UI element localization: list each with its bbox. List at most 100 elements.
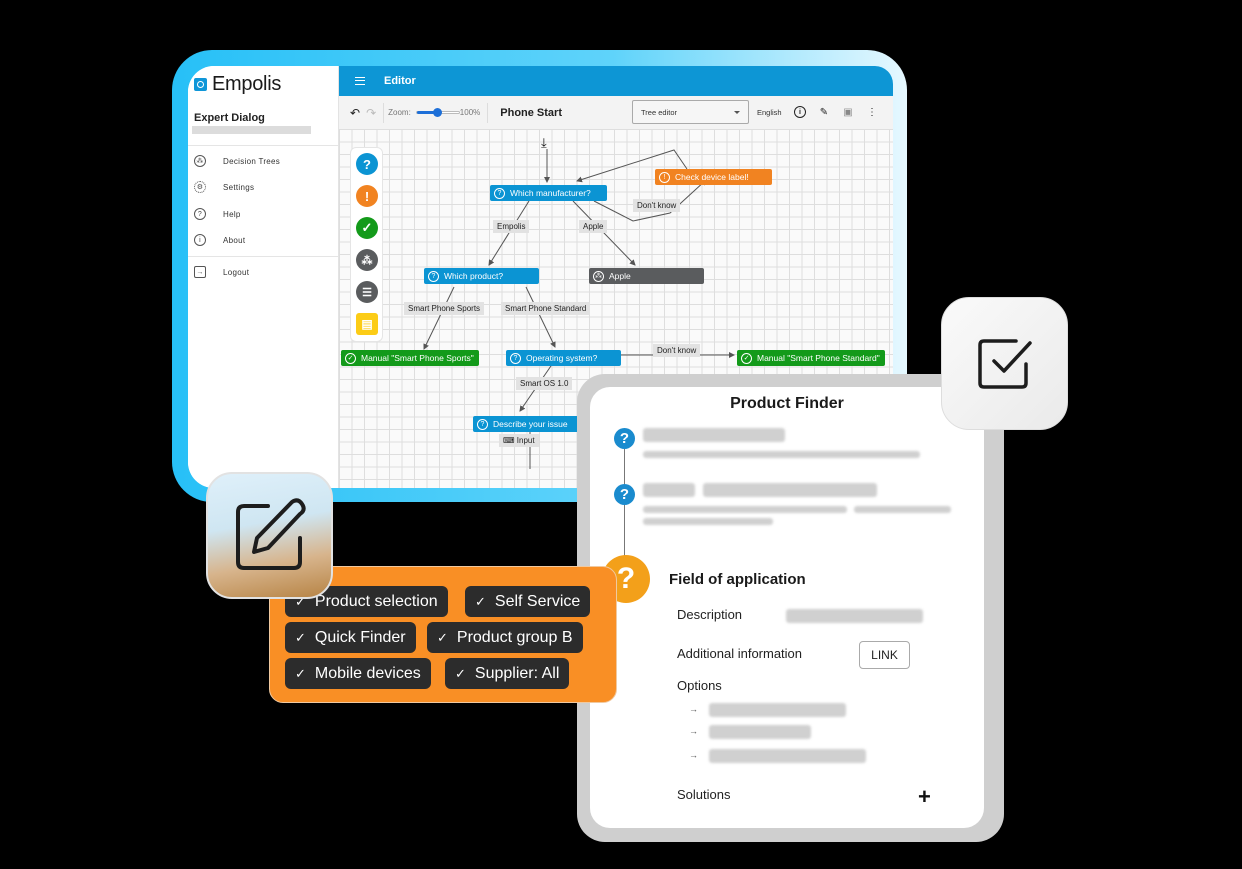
info-icon[interactable]: i [794, 106, 806, 118]
sidebar-item-label: Settings [223, 182, 255, 192]
sidebar-item-label: About [223, 235, 246, 245]
edge-label[interactable]: Smart OS 1.0 [516, 377, 573, 390]
edge-label-text: Input [516, 436, 535, 445]
options-label: Options [677, 678, 722, 693]
gear-icon: ⚙ [194, 181, 206, 193]
redo-icon[interactable]: ↷ [366, 105, 377, 120]
sidebar-item-decision-trees[interactable]: ⁂ Decision Trees [194, 155, 280, 167]
sidebar-item-settings[interactable]: ⚙ Settings [194, 181, 254, 193]
menu-icon[interactable] [355, 77, 365, 85]
editor-toolbar: ↶ ↷ Zoom: 100% Phone Start Tree editor E… [339, 96, 893, 129]
edge-label-input[interactable]: ⌨ Input [499, 434, 539, 447]
option-item-blurred[interactable] [709, 703, 846, 717]
input-icon: ⌨ [503, 436, 515, 445]
edge-label[interactable]: Apple [579, 220, 608, 233]
divider [188, 256, 338, 257]
node-manual-standard[interactable]: ✓ Manual "Smart Phone Standard" [737, 350, 885, 366]
chevron-down-icon [734, 111, 740, 114]
add-solution-icon[interactable]: + [918, 784, 931, 809]
edit-icon[interactable]: ✎ [819, 106, 829, 118]
additional-info-label: Additional information [677, 646, 803, 661]
tag-label: Quick Finder [314, 628, 406, 646]
sidebar-item-help[interactable]: ? Help [194, 208, 241, 220]
node-which-manufacturer[interactable]: ? Which manufacturer? [490, 185, 607, 201]
zoom-slider-thumb[interactable] [432, 108, 442, 117]
tag-chip[interactable]: ✓ Quick Finder [285, 622, 416, 653]
tag-label: Mobile devices [314, 664, 421, 682]
brand-name: Empolis [212, 73, 282, 95]
edge-label[interactable]: Smart Phone Sports [404, 302, 485, 315]
empolis-logo-icon [194, 78, 207, 91]
description-value-blurred [786, 609, 923, 623]
help-icon: ? [194, 208, 206, 220]
add-solution-icon[interactable]: ✓ [356, 217, 378, 239]
sidebar: Empolis Expert Dialog ⁂ Decision Trees ⚙… [188, 66, 339, 488]
editor-mode-value: Tree editor [641, 107, 677, 117]
zoom-label: Zoom: [388, 108, 411, 117]
divider [188, 145, 338, 146]
tag-chip[interactable]: ✓ Mobile devices [285, 658, 431, 689]
question-icon: ? [477, 418, 488, 430]
node-label: Which manufacturer? [510, 188, 591, 198]
tag-chip[interactable]: ✓ Supplier: All [445, 658, 570, 689]
option-item-blurred[interactable] [709, 725, 811, 739]
solutions-label: Solutions [677, 787, 731, 802]
add-warning-icon[interactable]: ! [356, 185, 378, 207]
node-manual-sports[interactable]: ✓ Manual "Smart Phone Sports" [341, 350, 479, 366]
node-palette: ? ! ✓ ⁂ ☰ ▤ [350, 147, 383, 342]
sidebar-item-logout[interactable]: → Logout [194, 266, 249, 278]
edge-label[interactable]: Smart Phone Standard [501, 302, 591, 315]
question-icon: ? [510, 352, 521, 364]
section-title: Expert Dialog [194, 112, 265, 124]
editor-mode-select[interactable]: Tree editor [632, 100, 749, 124]
add-question-icon[interactable]: ? [356, 153, 378, 175]
edge-label[interactable]: Don't know [633, 199, 681, 212]
add-note-icon[interactable]: ▤ [356, 313, 378, 335]
node-which-product[interactable]: ? Which product? [424, 268, 539, 284]
add-table-icon[interactable]: ☰ [356, 281, 378, 303]
tag-label: Product selection [314, 592, 438, 610]
save-icon[interactable]: ▣ [843, 106, 853, 118]
sidebar-item-about[interactable]: i About [194, 234, 245, 246]
blurred-text [643, 483, 695, 497]
question-icon: ? [428, 270, 439, 282]
edit-pencil-icon [235, 497, 306, 570]
add-subtree-icon[interactable]: ⁂ [356, 249, 378, 271]
node-apple-subtree[interactable]: ⁂ Apple [589, 268, 704, 284]
check-icon: ✓ [455, 665, 466, 681]
language-selector[interactable]: English [757, 108, 782, 117]
arrow-right-icon: → [689, 750, 698, 760]
blurred-text [643, 428, 785, 442]
node-operating-system[interactable]: ? Operating system? [506, 350, 621, 366]
more-icon[interactable]: ⋮ [867, 106, 877, 118]
option-item-blurred[interactable] [709, 749, 866, 763]
sidebar-item-label: Decision Trees [223, 156, 281, 166]
info-icon: i [194, 234, 206, 246]
link-button[interactable]: LINK [859, 641, 910, 669]
zoom-slider[interactable] [415, 108, 460, 117]
check-icon: ✓ [345, 352, 356, 364]
tag-label: Self Service [494, 592, 581, 610]
tag-chip[interactable]: ✓ Product group B [427, 622, 583, 653]
blurred-text [643, 518, 773, 525]
app-bar: Editor [339, 66, 893, 96]
node-label: Manual "Smart Phone Sports" [361, 353, 474, 363]
check-icon: ✓ [437, 629, 448, 645]
node-describe-issue[interactable]: ? Describe your issue [473, 416, 583, 432]
step-question-icon: ? [614, 484, 635, 505]
divider [383, 102, 385, 123]
tag-chip[interactable]: ✓ Self Service [465, 586, 591, 617]
blurred-text [643, 506, 847, 513]
node-check-device-label[interactable]: ! Check device label! [655, 169, 772, 185]
arrow-right-icon: → [689, 704, 698, 714]
undo-icon[interactable]: ↶ [350, 105, 361, 120]
node-label: Which product? [444, 271, 504, 281]
node-label: Check device label! [675, 172, 749, 182]
edge-label[interactable]: Empolis [493, 220, 530, 233]
node-label: Manual "Smart Phone Standard" [757, 353, 880, 363]
blurred-text [854, 506, 951, 513]
check-icon: ✓ [295, 629, 306, 645]
start-icon[interactable]: ⤓ [541, 135, 547, 150]
edge-label[interactable]: Don't know [653, 344, 701, 357]
check-icon: ✓ [295, 593, 306, 609]
